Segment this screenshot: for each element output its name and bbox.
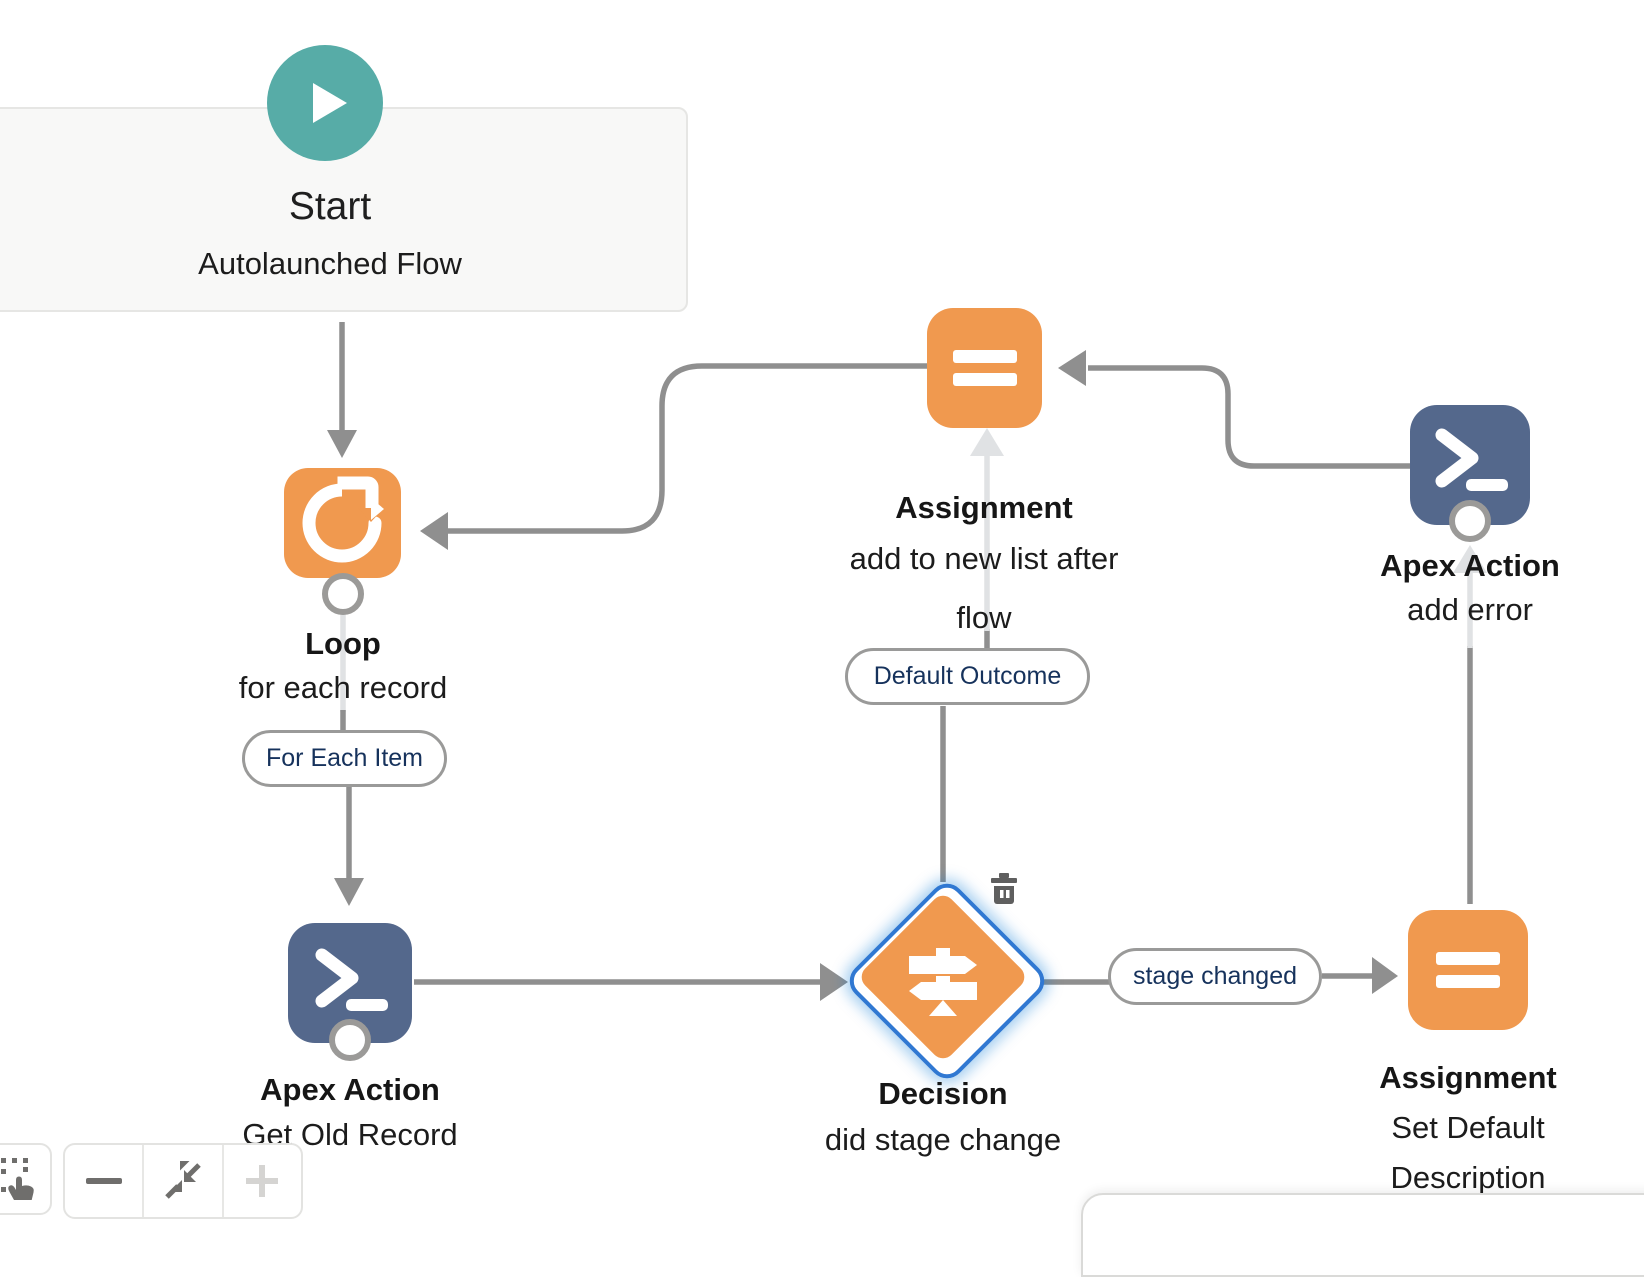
loop-icon — [302, 476, 384, 563]
connector-assignment-to-loop[interactable] — [448, 363, 927, 534]
assignment-set-default-node[interactable] — [1408, 910, 1528, 1030]
decision-node-description: did stage change — [824, 1122, 1062, 1157]
minus-icon — [85, 1178, 122, 1184]
equals-icon — [953, 350, 1017, 386]
zoom-controls — [63, 1143, 303, 1219]
for-each-item-connector-label[interactable]: For Each Item — [242, 730, 447, 787]
assignment1-node-description-line1: add to new list after — [849, 541, 1119, 576]
arrowhead-merge-assignment1 — [970, 428, 1004, 456]
equals-icon — [1436, 952, 1500, 988]
trash-icon — [991, 873, 1017, 904]
start-node-type: Autolaunched Flow — [198, 246, 462, 281]
loop-node-title: Loop — [305, 626, 381, 661]
play-icon — [313, 83, 347, 123]
arrowhead-into-decision — [820, 963, 848, 1001]
apex2-node-description: add error — [1407, 592, 1533, 627]
apex2-node-title: Apex Action — [1380, 548, 1560, 583]
apex2-connector-anchor[interactable] — [1449, 500, 1491, 542]
arrowhead-into-loop-top — [327, 430, 357, 458]
assignment2-node-title: Assignment — [1379, 1060, 1557, 1095]
arrowhead-into-assignment1-right — [1058, 350, 1086, 386]
decision-node-title: Decision — [878, 1076, 1008, 1111]
arrowhead-into-loop-right — [420, 512, 448, 550]
start-node[interactable] — [267, 45, 383, 161]
arrowhead-into-apex1 — [334, 878, 364, 906]
bottom-panel — [1081, 1193, 1644, 1277]
terminal-icon — [1435, 428, 1508, 491]
assignment2-node-description-line1: Set Default — [1391, 1110, 1545, 1145]
assignment-add-to-list-node[interactable] — [927, 308, 1042, 428]
arrowhead-into-assignment2 — [1372, 957, 1398, 994]
signpost-icon — [909, 948, 977, 1016]
delete-decision-button[interactable] — [989, 873, 1019, 910]
loop-node[interactable] — [284, 468, 401, 578]
collapse-icon — [165, 1161, 201, 1199]
plus-icon — [246, 1165, 279, 1197]
default-outcome-connector-label[interactable]: Default Outcome — [845, 648, 1090, 705]
loop-connector-anchor[interactable] — [322, 573, 364, 615]
grab-hand-icon — [1, 1158, 34, 1200]
assignment2-node-description-line2: Description — [1390, 1160, 1546, 1195]
loop-node-description: for each record — [238, 670, 448, 705]
fit-view-button[interactable] — [142, 1145, 221, 1217]
start-node-title: Start — [288, 185, 372, 228]
stage-changed-connector-label[interactable]: stage changed — [1108, 948, 1322, 1005]
terminal-icon — [315, 948, 388, 1011]
connector-apexerror-to-assignment[interactable] — [1088, 365, 1410, 469]
zoom-in-button[interactable] — [221, 1145, 301, 1217]
pan-tool-button[interactable] — [0, 1143, 52, 1215]
apex1-connector-anchor[interactable] — [329, 1019, 371, 1061]
assignment1-node-description-line2: flow — [956, 600, 1012, 635]
zoom-out-button[interactable] — [65, 1145, 142, 1217]
apex1-node-title: Apex Action — [260, 1072, 440, 1107]
assignment1-node-title: Assignment — [895, 490, 1073, 525]
